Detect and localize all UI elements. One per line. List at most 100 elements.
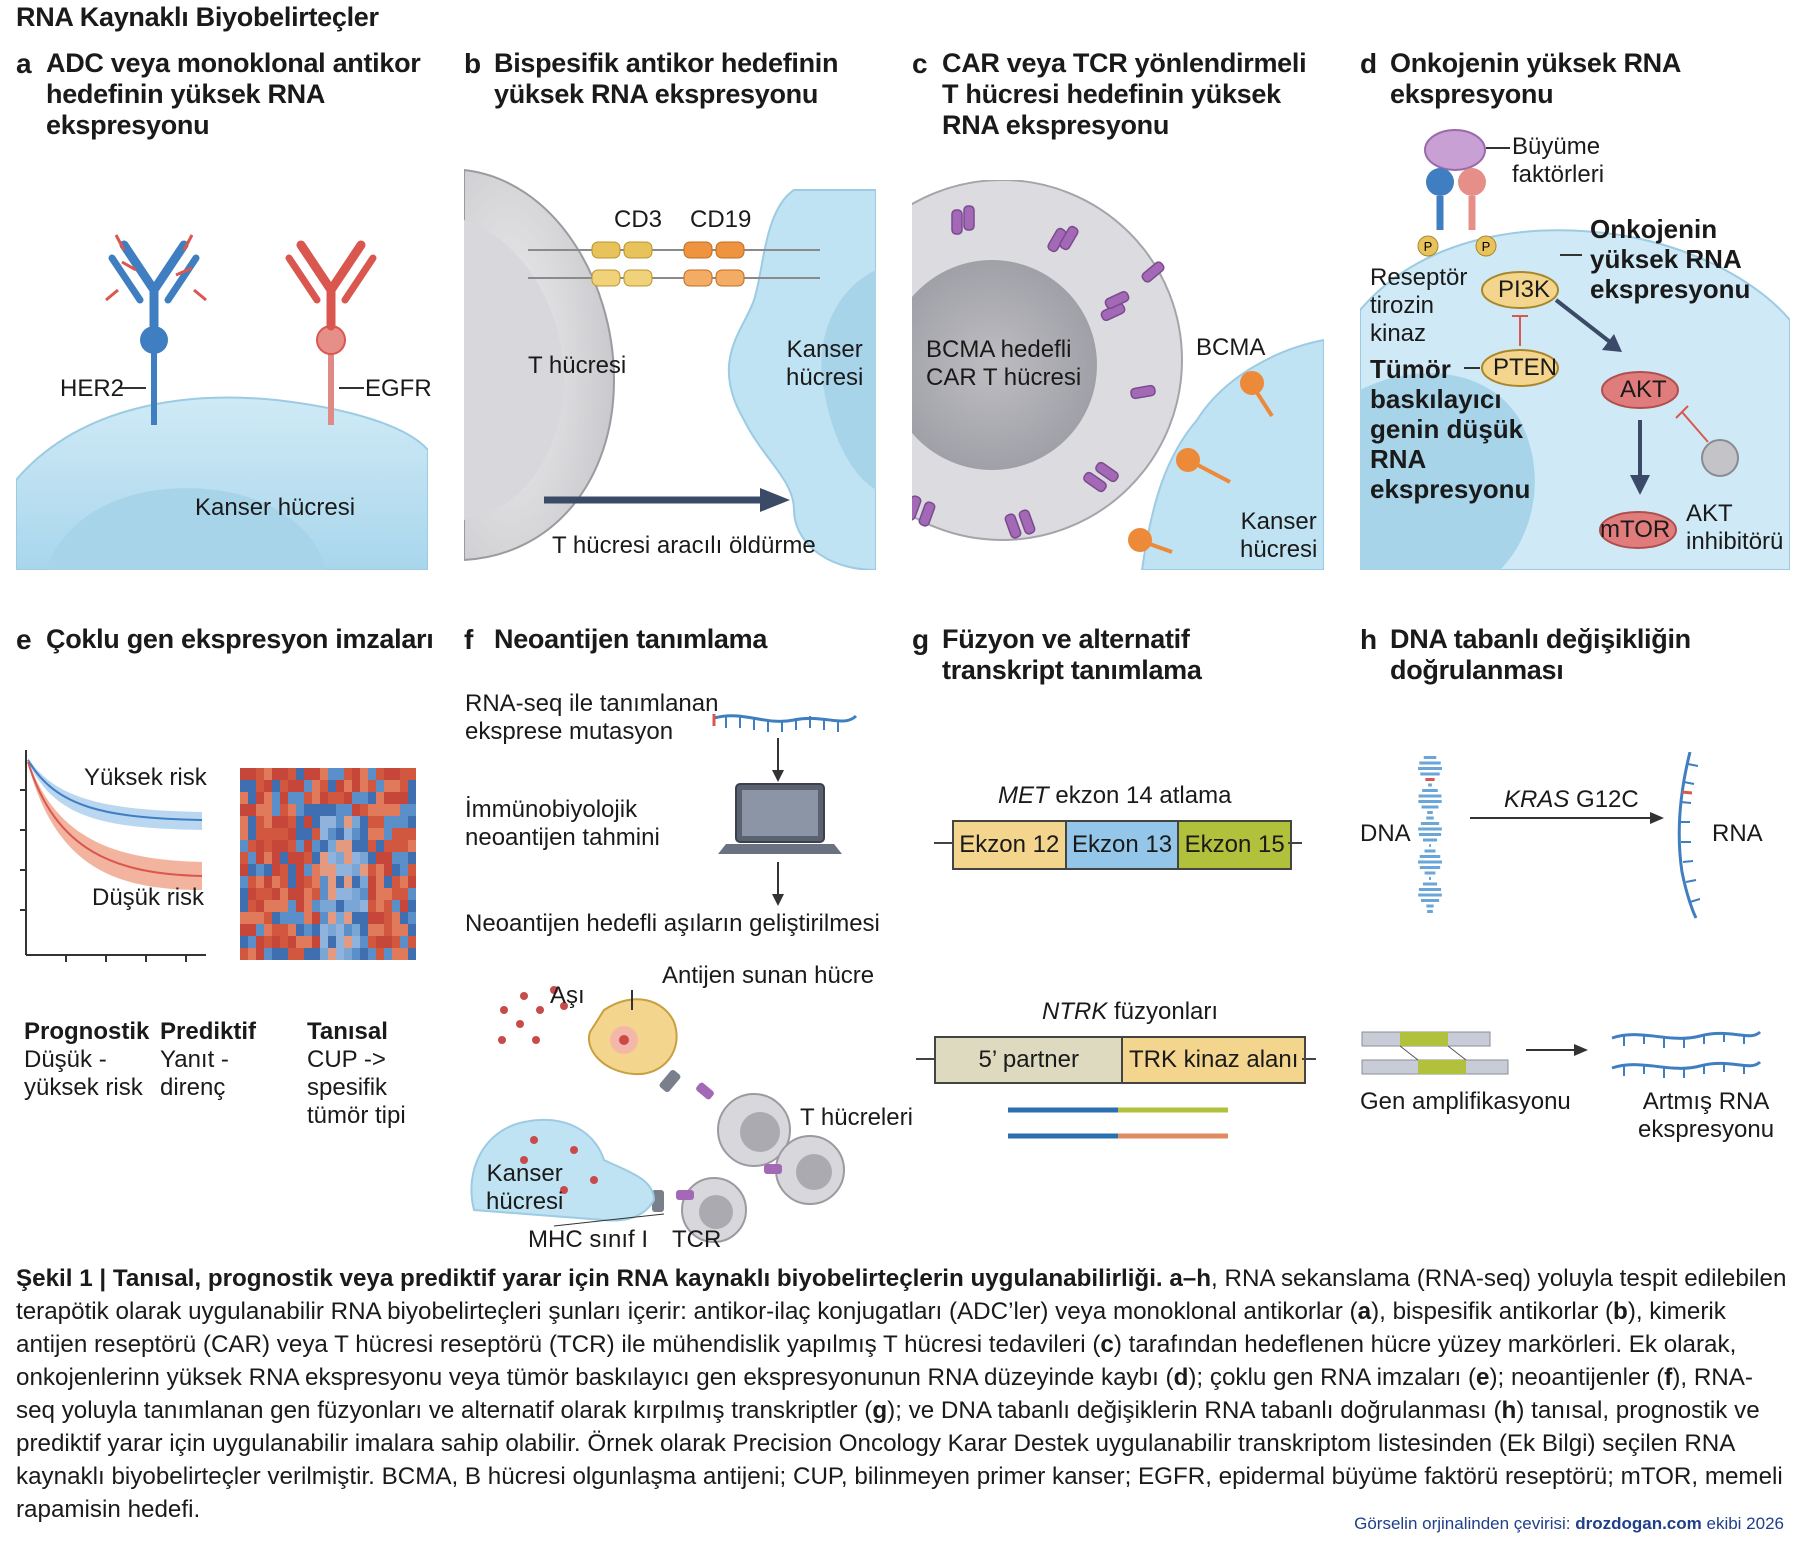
figure-caption: Şekil 1 | Tanısal, prognostik veya predi… <box>16 1262 1791 1526</box>
cd3-label: CD3 <box>614 206 663 233</box>
svg-text:P: P <box>1482 239 1491 254</box>
amplified-gene-icon <box>1361 1031 1509 1075</box>
credit-line: Görselin orjinalinden çevirisi: drozdoga… <box>1354 1514 1784 1533</box>
egfr-label: EGFR <box>365 375 432 402</box>
increased-rna-label: Artmış RNA ekspresyonu <box>1638 1088 1775 1143</box>
exon-15: Ekzon 15 <box>1179 822 1291 868</box>
high-risk-curve <box>28 758 202 830</box>
increased-rna-icon <box>1611 1030 1762 1070</box>
akt-inhibitor-label: AKT inhibitörü <box>1686 500 1784 555</box>
low-risk-curve <box>28 760 202 890</box>
dna-helix-icon <box>1418 756 1442 913</box>
pi3k-label: PI3K <box>1498 276 1551 303</box>
cancer-cell <box>470 1118 656 1222</box>
neoantigen-prediction-label: İmmünobiyolojik neoantijen tahmini <box>465 796 660 851</box>
killing-label: T hücresi aracılı öldürme <box>552 532 816 559</box>
akt-label: AKT <box>1620 376 1667 403</box>
exon-13: Ekzon 13 <box>1066 822 1180 868</box>
t-cells-label: T hücreleri <box>800 1104 913 1131</box>
panel-c-illustration <box>912 180 1324 570</box>
mhc-complex <box>652 1069 681 1212</box>
laptop-icon <box>718 783 842 854</box>
met-title: MET ekzon 14 atlama <box>998 782 1232 809</box>
mtor-node <box>1599 511 1677 549</box>
cancer-cell-label: Kanser hücresi <box>1240 508 1318 563</box>
her2-label: HER2 <box>60 375 125 402</box>
tumor-suppressor-label: Tümör baskılayıcı genin düşük RNA ekspre… <box>1370 354 1531 504</box>
car-receptors <box>912 205 1165 539</box>
cd3-binder <box>591 241 653 287</box>
kras-label: KRAS G12C <box>1504 786 1639 813</box>
met-left-line <box>934 842 952 844</box>
bcma-label: BCMA <box>1196 334 1266 361</box>
heatmap <box>240 768 416 960</box>
met-exon-track: Ekzon 12 Ekzon 13 Ekzon 15 <box>952 820 1292 870</box>
t-cell-label: T hücresi <box>528 352 627 379</box>
vaccine-label: Aşı <box>550 982 585 1009</box>
panel-b-illustration <box>464 168 876 570</box>
nucleus <box>1360 373 1535 570</box>
pi3k-node <box>1481 271 1559 309</box>
car-t-label: BCMA hedefli CAR T hücresi <box>926 336 1082 391</box>
vaccine-dots <box>498 986 568 1044</box>
mtor-label: mTOR <box>1600 516 1671 543</box>
t-cell-2 <box>775 1135 845 1205</box>
ntrk-right-line <box>1302 1058 1316 1060</box>
mhc-label: MHC sınıf I <box>528 1226 649 1253</box>
caption-lead: Şekil 1 | Tanısal, prognostik veya predi… <box>16 1265 1212 1292</box>
low-risk-label: Düşük risk <box>92 884 205 911</box>
ntrk-fusion-track: 5’ partner TRK kinaz alanı <box>934 1036 1306 1084</box>
egfr-receptor <box>285 240 377 425</box>
oncogene-label: Onkojenin yüksek RNA ekspresyonu <box>1590 214 1751 304</box>
cd19-binder <box>683 241 745 287</box>
fusion-transcripts <box>1008 1107 1228 1139</box>
antigen-presenting-cell <box>587 998 678 1076</box>
figure-title: RNA Kaynaklı Biyobelirteçler <box>16 2 379 32</box>
panel-e-illustration <box>20 750 416 962</box>
akt-node <box>1601 371 1679 409</box>
tcr-label: TCR <box>672 1226 722 1253</box>
akt-inhibitor <box>1701 439 1739 477</box>
ntrk-left-line <box>916 1058 934 1060</box>
met-right-line <box>1288 842 1302 844</box>
t-cell-3 <box>681 1177 747 1243</box>
nucleus <box>46 488 326 570</box>
ntrk-title: NTRK füzyonları <box>1042 998 1219 1025</box>
gene-amplification-label: Gen amplifikasyonu <box>1360 1088 1571 1115</box>
cancer-cell-label: Kanser hücresi <box>786 336 864 391</box>
car-t-nucleus <box>912 260 1097 470</box>
cancer-cell-label: Kanser hücresi <box>486 1160 564 1215</box>
rna-label: RNA <box>1712 820 1763 847</box>
pten-node <box>1481 349 1559 387</box>
vaccine-development-label: Neoantijen hedefli aşıların geliştirilme… <box>465 910 880 937</box>
expressed-mutation-label: RNA-seq ile tanımlanan eksprese mutasyon <box>465 690 719 745</box>
panel-f-illustration <box>470 714 858 1243</box>
high-risk-label: Yüksek risk <box>84 764 207 791</box>
t-cell-1 <box>717 1093 791 1167</box>
pten-label: PTEN <box>1493 354 1558 381</box>
trk-kinase-domain: TRK kinaz alanı <box>1123 1038 1304 1082</box>
rna-strand <box>1677 752 1698 919</box>
growth-factor <box>1424 129 1486 171</box>
panel-h-dna-rna <box>1418 752 1700 919</box>
dna-label: DNA <box>1360 820 1411 847</box>
her2-receptor <box>105 234 207 425</box>
cancer-cell <box>727 189 876 570</box>
panel-h-amplification <box>1361 1030 1762 1078</box>
cd19-label: CD19 <box>690 206 752 233</box>
growth-factors-label: Büyüme faktörleri <box>1512 133 1605 188</box>
rna-strand <box>713 714 858 723</box>
rtk-label: Reseptör tirozin kinaz <box>1370 264 1468 347</box>
cancer-cell-label: Kanser hücresi <box>195 494 356 521</box>
